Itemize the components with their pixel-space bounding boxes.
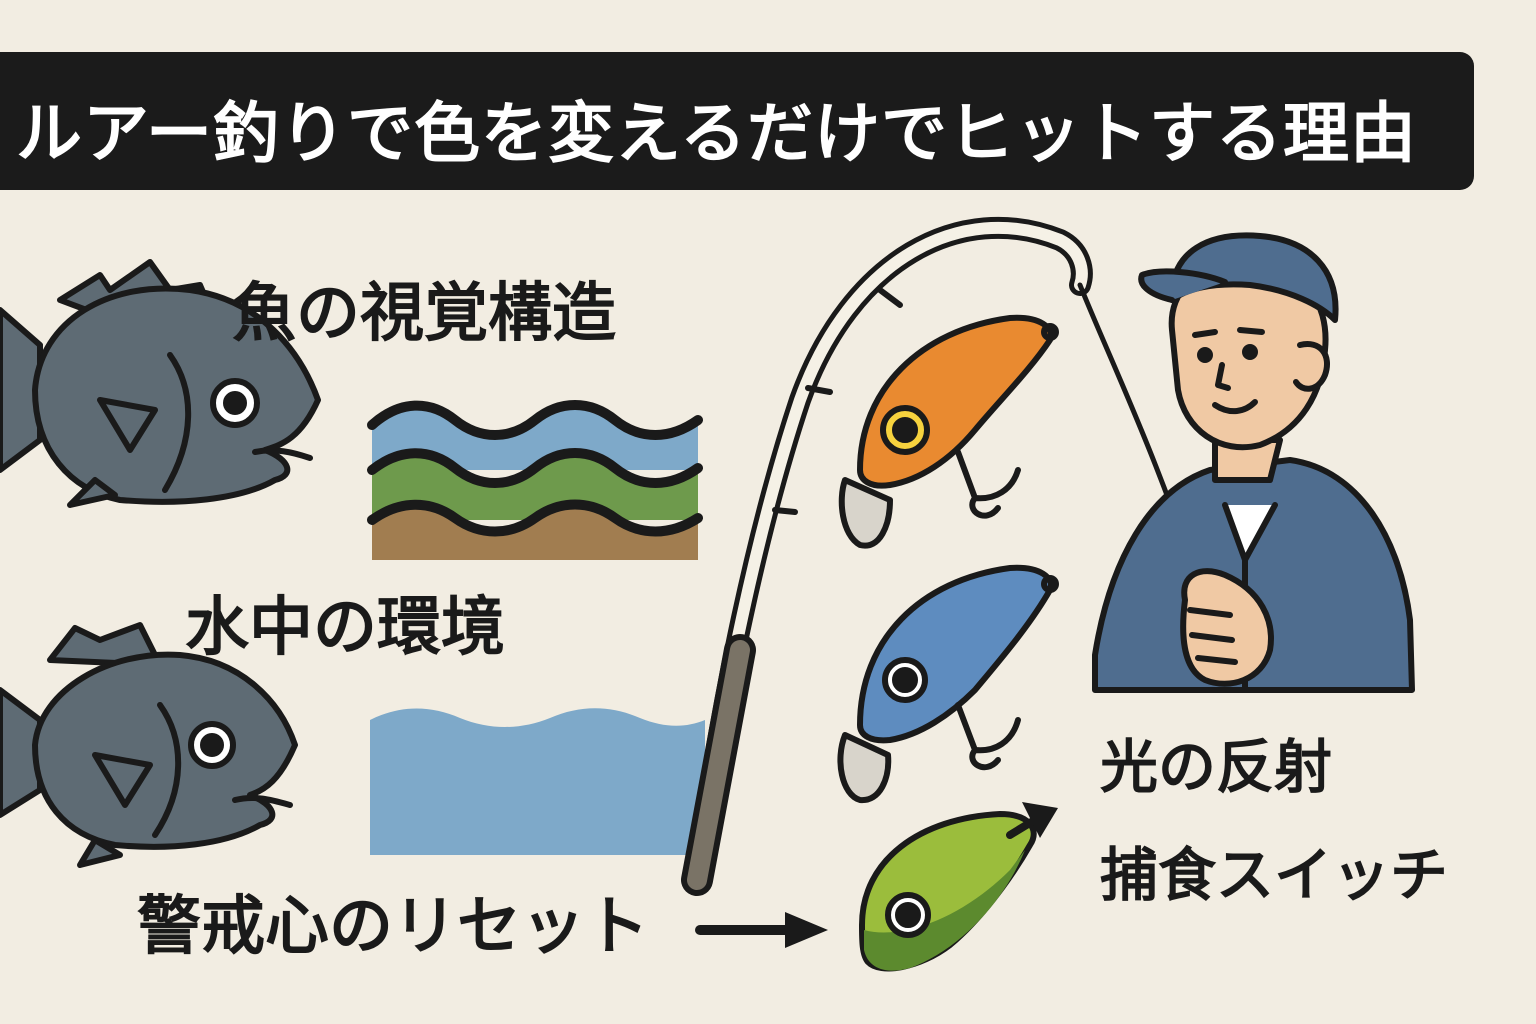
arrow-right-icon bbox=[695, 912, 828, 948]
label-underwater-environment: 水中の環境 bbox=[185, 591, 505, 665]
page-title: ルアー釣りで色を変えるだけでヒットする理由 bbox=[16, 95, 1418, 172]
label-caution-reset: 警戒心のリセット bbox=[137, 890, 649, 964]
lure-icon bbox=[838, 314, 1059, 549]
fishing-rod-icon bbox=[681, 216, 1213, 896]
label-fish-vision: 魚の視覚構造 bbox=[232, 277, 616, 351]
lure-icon bbox=[837, 564, 1059, 804]
fish-icon bbox=[0, 259, 321, 508]
water-icon bbox=[370, 708, 705, 855]
arrow-right-icon bbox=[1006, 802, 1058, 839]
water-layers-icon bbox=[367, 400, 703, 560]
title-bar: ルアー釣りで色を変えるだけでヒットする理由 bbox=[0, 52, 1474, 190]
label-light-reflection: 光の反射 bbox=[1100, 733, 1333, 801]
fish-icon bbox=[0, 622, 298, 868]
angler-icon bbox=[1092, 232, 1415, 693]
lure-icon bbox=[859, 811, 1037, 972]
label-predation-switch: 捕食スイッチ bbox=[1100, 841, 1449, 909]
